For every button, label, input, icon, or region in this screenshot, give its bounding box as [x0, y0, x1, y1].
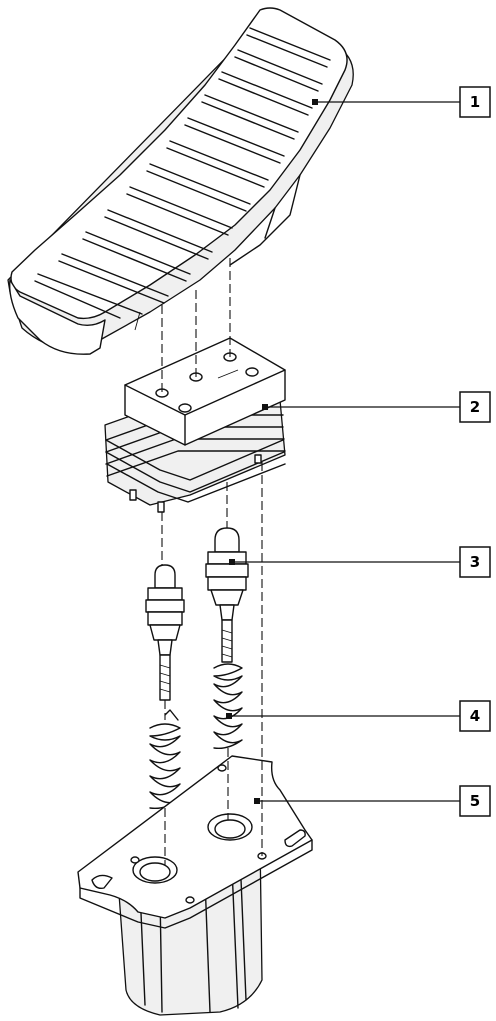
callout-5: 5	[459, 785, 491, 817]
leader-dot-2	[262, 404, 268, 410]
plunger-part-right	[205, 527, 249, 663]
callout-1: 1	[459, 86, 491, 118]
callout-leaders	[226, 99, 460, 804]
pedal-part	[7, 7, 354, 355]
callout-2-label: 2	[470, 398, 480, 416]
leader-dot-1	[312, 99, 318, 105]
spring-part-left	[149, 709, 181, 810]
callout-4-label: 4	[470, 707, 480, 725]
callout-2: 2	[459, 391, 491, 423]
callout-3: 3	[459, 546, 491, 578]
leader-dot-5	[254, 798, 260, 804]
plunger-part-left	[145, 564, 185, 701]
body-part	[104, 337, 286, 513]
callout-5-label: 5	[470, 792, 480, 810]
callout-4: 4	[459, 700, 491, 732]
spring-part-right	[213, 663, 243, 750]
base-housing-part	[77, 755, 313, 1016]
pedal-ribs	[34, 27, 331, 319]
leader-dot-3	[229, 559, 235, 565]
callout-3-label: 3	[470, 553, 480, 571]
callout-1-label: 1	[470, 93, 480, 111]
leader-dot-4	[226, 713, 232, 719]
alignment-lines	[161, 258, 263, 865]
